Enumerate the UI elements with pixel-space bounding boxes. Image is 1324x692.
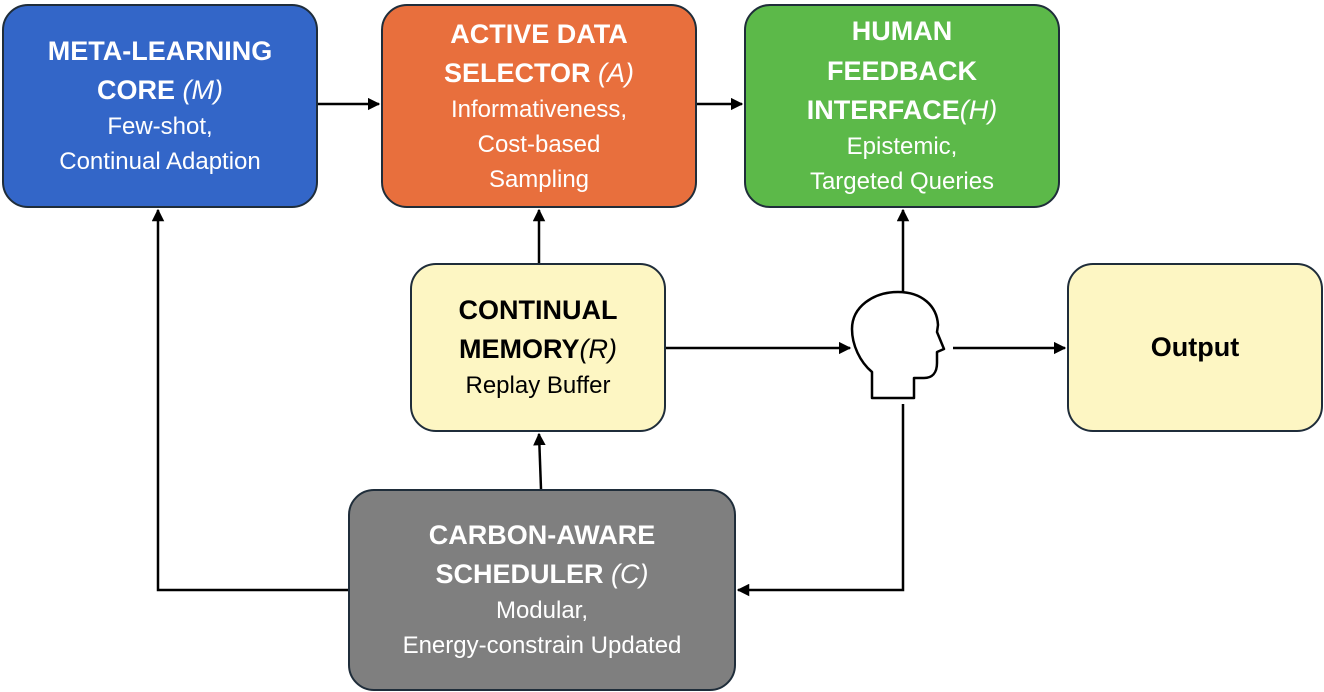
meta-learning-core-title: META-LEARNING CORE (M)	[48, 32, 272, 110]
continual-memory-box: CONTINUAL MEMORY(R) Replay Buffer	[410, 263, 666, 432]
arrow-carbon-to-meta	[151, 208, 348, 592]
human-title-line1: HUMAN	[851, 16, 953, 47]
human-sub-line1: Epistemic,	[846, 132, 958, 160]
active-data-selector-box: ACTIVE DATA SELECTOR (A) Informativeness…	[381, 4, 697, 208]
human-sub-line2: Targeted Queries	[809, 167, 995, 195]
meta-learning-core-box: META-LEARNING CORE (M) Few-shot, Continu…	[2, 4, 318, 208]
output-title: Output	[1150, 331, 1240, 362]
output-box: Output	[1067, 263, 1323, 432]
carbon-sub-line2: Energy-constrain Updated	[402, 632, 682, 660]
human-title-line3: INTERFACE	[806, 94, 960, 125]
carbon-symbol: (C)	[611, 559, 649, 590]
active-data-selector-title: ACTIVE DATA SELECTOR (A)	[444, 15, 634, 93]
arrow-head-to-carbon	[736, 404, 905, 597]
active-symbol: (A)	[598, 57, 635, 88]
meta-title-line1: META-LEARNING	[47, 36, 273, 67]
human-feedback-interface-subtitle: Epistemic, Targeted Queries	[810, 130, 994, 200]
meta-learning-core-subtitle: Few-shot, Continual Adaption	[59, 110, 261, 180]
human-feedback-interface-title: HUMAN FEEDBACK INTERFACE(H)	[807, 12, 998, 129]
human-title-line2: FEEDBACK	[826, 55, 977, 86]
meta-symbol: (M)	[182, 75, 223, 106]
active-title-line1: ACTIVE DATA	[450, 18, 628, 49]
carbon-title-line2: SCHEDULER	[435, 559, 604, 590]
human-symbol: (H)	[959, 94, 998, 125]
active-sub-line1: Informativeness,	[450, 95, 628, 123]
active-title-line2: SELECTOR	[443, 57, 591, 88]
meta-sub-line2: Continual Adaption	[59, 148, 261, 176]
carbon-aware-scheduler-subtitle: Modular, Energy-constrain Updated	[403, 594, 682, 664]
continual-memory-subtitle: Replay Buffer	[466, 369, 611, 404]
active-data-selector-subtitle: Informativeness, Cost-based Sampling	[451, 93, 627, 197]
meta-sub-line1: Few-shot,	[107, 113, 213, 141]
active-sub-line2: Cost-based	[477, 130, 601, 158]
carbon-aware-scheduler-title: CARBON-AWARE SCHEDULER (C)	[429, 516, 656, 594]
meta-title-line2: CORE	[96, 75, 175, 106]
memory-title-line1: CONTINUAL	[458, 294, 618, 325]
arrow-carbon-to-memory	[533, 432, 546, 490]
continual-memory-title: CONTINUAL MEMORY(R)	[459, 291, 618, 369]
memory-symbol: (R)	[579, 334, 617, 365]
carbon-aware-scheduler-box: CARBON-AWARE SCHEDULER (C) Modular, Ener…	[348, 489, 736, 691]
memory-sub-line1: Replay Buffer	[465, 372, 611, 400]
carbon-sub-line1: Modular,	[495, 597, 589, 625]
human-feedback-interface-box: HUMAN FEEDBACK INTERFACE(H) Epistemic, T…	[744, 4, 1060, 208]
carbon-title-line1: CARBON-AWARE	[428, 520, 656, 551]
human-head-icon	[850, 290, 946, 400]
active-sub-line3: Sampling	[488, 165, 590, 193]
memory-title-line2: MEMORY	[459, 334, 580, 365]
